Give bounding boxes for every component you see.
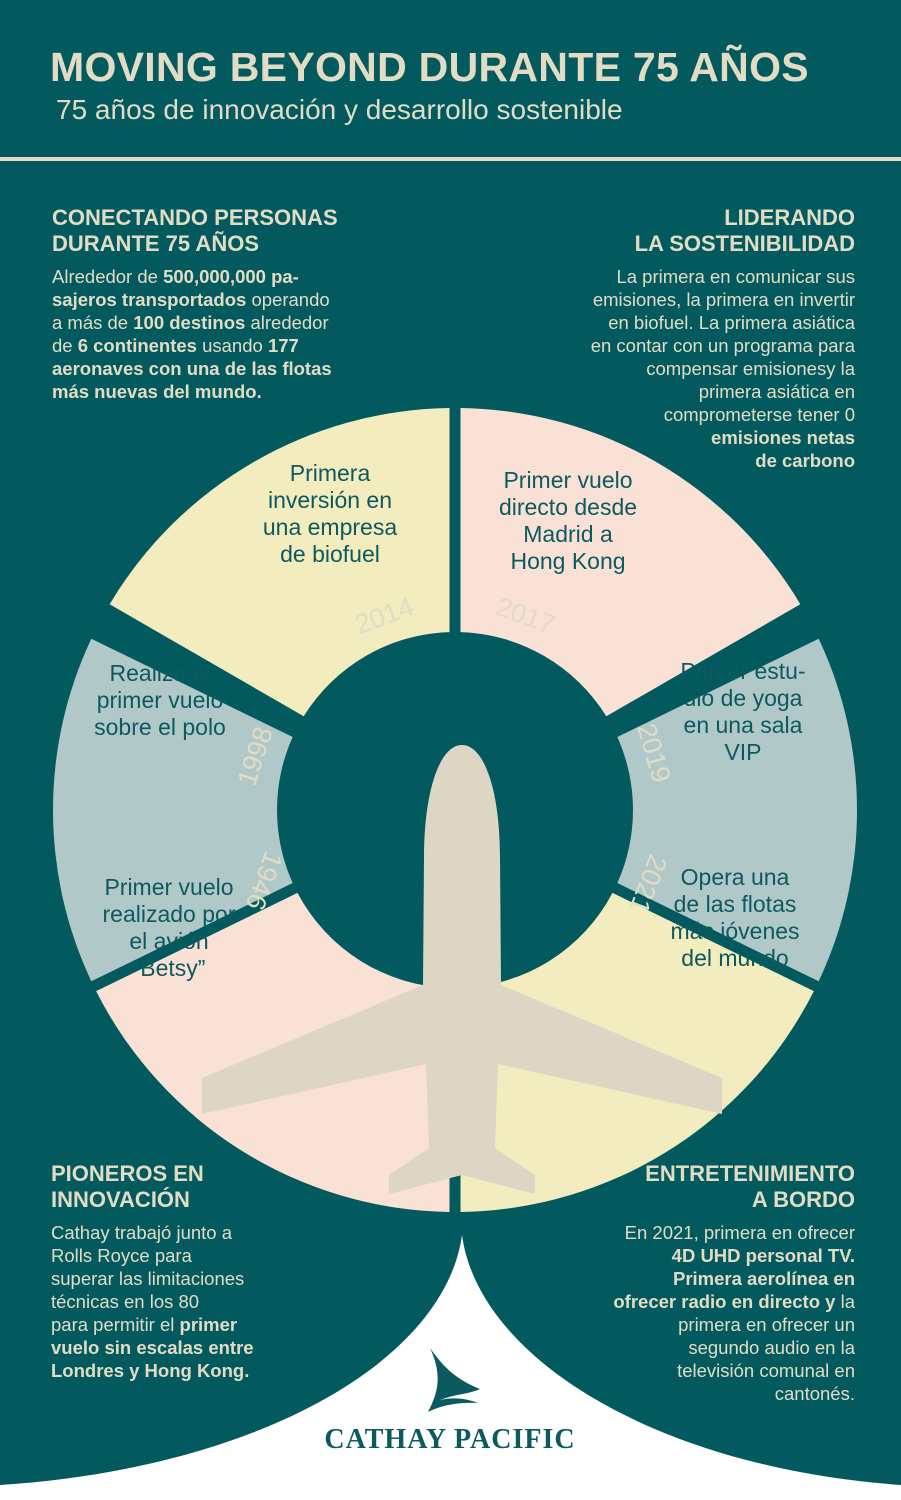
milestone-line: el avión: [129, 928, 209, 954]
milestone-2021-text: Opera una de las flotas más jóvenes del …: [640, 864, 830, 972]
milestone-line: Primer vuelo: [503, 467, 633, 493]
heading-line: ENTRETENIMIENTO: [645, 1161, 855, 1186]
milestone-1998-text: Realiza el primer vuelo sobre el polo: [65, 660, 255, 741]
heading-line: PIONEROS EN: [51, 1161, 204, 1186]
milestone-2017-text: Primer vuelo directo desde Madrid a Hong…: [470, 467, 666, 575]
milestone-2014-text: Primera inversión en una empresa de biof…: [232, 460, 428, 568]
heading-line: DURANTE 75 AÑOS: [52, 231, 259, 256]
milestone-line: Madrid a: [523, 521, 613, 547]
airplane-icon: [202, 745, 722, 1194]
milestone-segment-2014: [109, 408, 450, 717]
milestone-line: en una sala: [683, 712, 803, 738]
brushwing-logo-icon: [428, 1348, 480, 1412]
milestone-line: inversión en: [267, 487, 393, 513]
milestone-line: VIP: [724, 739, 762, 765]
brand-logo-wordmark: CATHAY PACIFIC: [324, 1424, 576, 1455]
milestone-line: sobre el polo: [94, 714, 226, 740]
milestone-line: realizado por: [102, 901, 236, 927]
milestone-line: Opera una: [680, 864, 790, 890]
contrail-shape: [0, 1235, 901, 1500]
milestone-segment-2017: [460, 408, 801, 717]
section-connecting-heading: CONECTANDO PERSONAS DURANTE 75 AÑOS: [52, 205, 432, 257]
milestone-line: de biofuel: [280, 541, 380, 567]
milestone-segment-1998: [52, 638, 293, 982]
milestone-segment-2019: [617, 638, 857, 982]
milestone-line: del mundo: [681, 945, 789, 971]
milestone-line: “Betsy”: [132, 955, 206, 981]
heading-line: INNOVACIÓN: [51, 1187, 190, 1212]
section-innovation: PIONEROS EN INNOVACIÓN Cathay trabajó ju…: [51, 1161, 351, 1382]
milestone-line: más jóvenes: [670, 918, 800, 944]
milestone-1946-text: Primer vuelo realizado por el avión “Bet…: [74, 874, 264, 982]
milestone-line: Hong Kong: [510, 548, 626, 574]
milestone-line: dio de yoga: [683, 685, 803, 711]
milestone-line: Primer estu-: [680, 658, 806, 684]
heading-line: CONECTANDO PERSONAS: [52, 205, 338, 230]
milestone-line: una empresa: [262, 514, 398, 540]
section-entertainment-heading: ENTRETENIMIENTO A BORDO: [530, 1161, 855, 1213]
section-connecting-body: Alrededor de 500,000,000 pa-sajeros tran…: [52, 266, 332, 402]
milestone-line: directo desde: [498, 494, 638, 520]
section-sustainability: LIDERANDO LA SOSTENIBILIDAD La primera e…: [480, 205, 855, 472]
milestone-line: Realiza el: [109, 660, 211, 686]
page-subtitle: 75 años de innovación y desarrollo soste…: [56, 94, 623, 125]
section-entertainment: ENTRETENIMIENTO A BORDO En 2021, primera…: [530, 1161, 855, 1405]
header-divider: [0, 157, 901, 161]
section-sustainability-heading: LIDERANDO LA SOSTENIBILIDAD: [480, 205, 855, 257]
heading-line: LIDERANDO: [724, 205, 855, 230]
page-title: MOVING BEYOND DURANTE 75 AÑOS: [50, 44, 809, 90]
heading-line: A BORDO: [751, 1187, 855, 1212]
heading-line: LA SOSTENIBILIDAD: [634, 231, 855, 256]
section-connecting: CONECTANDO PERSONAS DURANTE 75 AÑOS Alre…: [52, 205, 432, 403]
milestone-line: Primer vuelo: [104, 874, 234, 900]
milestone-line: primer vuelo: [96, 687, 224, 713]
milestone-2019-text: Primer estu- dio de yoga en una sala VIP: [647, 658, 839, 766]
milestone-line: de las flotas: [673, 891, 797, 917]
section-innovation-heading: PIONEROS EN INNOVACIÓN: [51, 1161, 351, 1213]
milestone-line: Primera: [289, 460, 371, 486]
